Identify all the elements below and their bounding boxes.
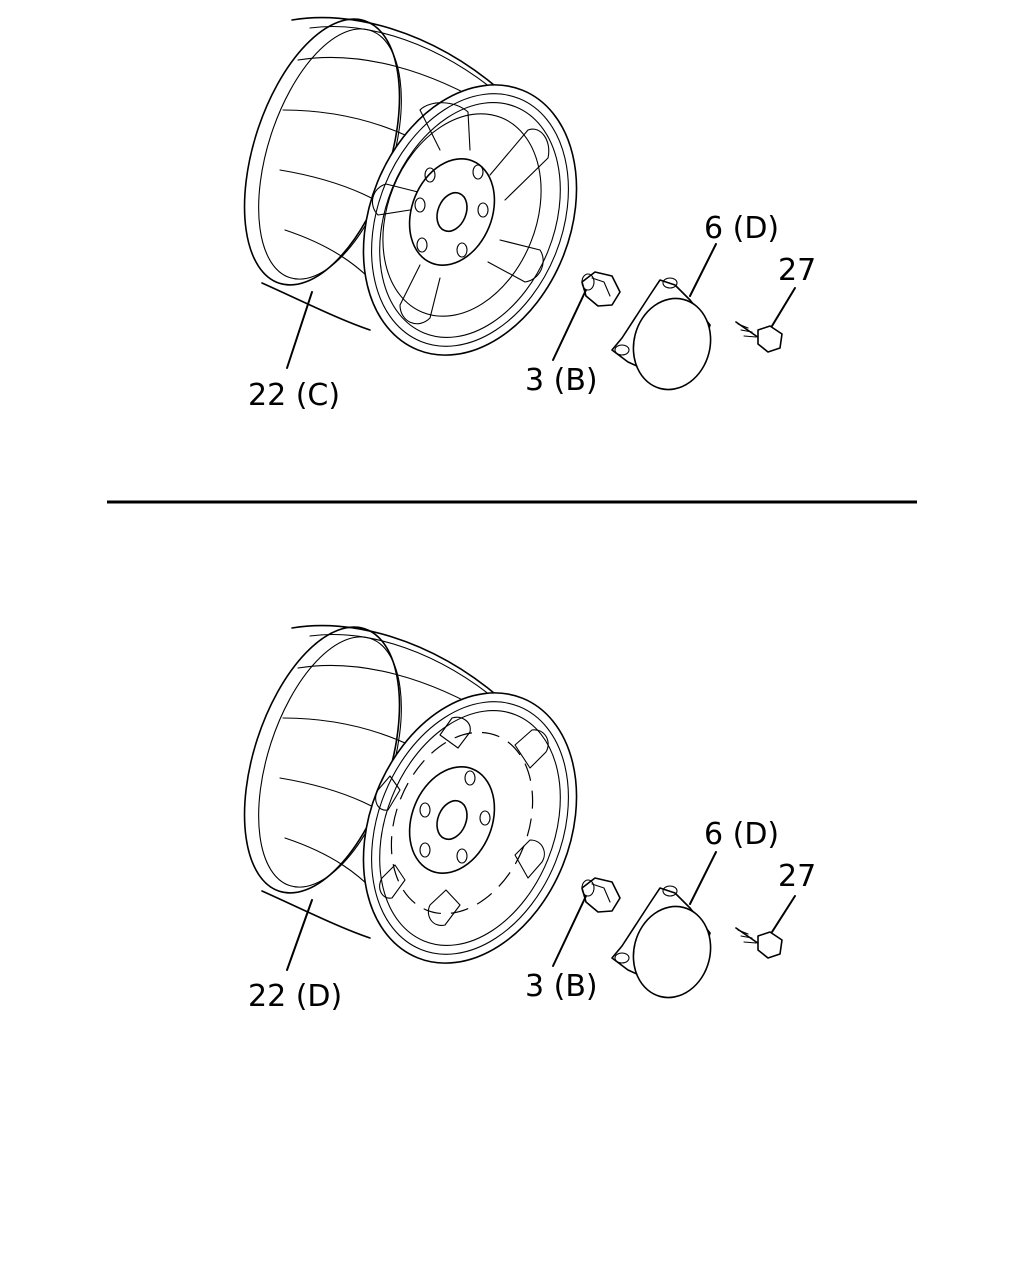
top-wheel-leader xyxy=(286,291,313,369)
top-lug-nut xyxy=(581,271,621,307)
bottom-center-cap xyxy=(611,885,712,999)
bottom-nut-label: 3 (B) xyxy=(525,969,598,1004)
top-screw xyxy=(735,321,783,353)
bottom-screw xyxy=(735,927,783,959)
top-screw-label: 27 xyxy=(778,253,816,288)
top-nut-label: 3 (B) xyxy=(525,363,598,398)
bottom-panel: 22 (D) 3 (B) 6 (D) 27 xyxy=(243,624,816,1014)
top-nut-leader xyxy=(552,289,587,361)
bottom-cap-leader xyxy=(689,851,717,905)
bottom-screw-leader xyxy=(771,895,796,933)
bottom-wheel-slotted xyxy=(243,624,578,964)
top-panel: 22 (C) 3 (B) 6 (D) 27 xyxy=(243,16,816,413)
top-center-cap xyxy=(611,277,712,391)
bottom-lug-nut xyxy=(581,877,621,913)
top-screw-leader xyxy=(771,287,796,327)
top-cap-leader xyxy=(689,243,717,297)
bottom-wheel-leader xyxy=(286,899,313,971)
bottom-cap-label: 6 (D) xyxy=(704,817,779,852)
bottom-nut-leader xyxy=(552,895,587,967)
bottom-screw-label: 27 xyxy=(778,859,816,894)
top-wheel-label: 22 (C) xyxy=(248,378,340,413)
bottom-wheel-label: 22 (D) xyxy=(248,979,342,1014)
top-cap-label: 6 (D) xyxy=(704,211,779,246)
top-wheel-5-spoke xyxy=(243,16,578,356)
